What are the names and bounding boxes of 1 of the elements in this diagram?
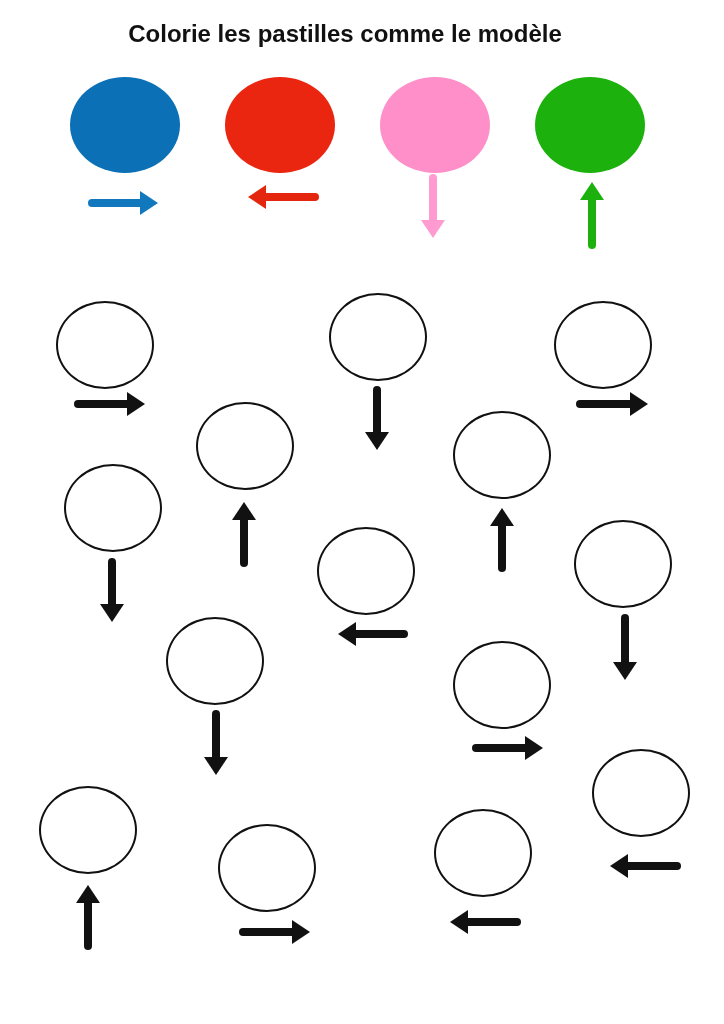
title: Colorie les pastilles comme le modèle bbox=[127, 20, 563, 48]
